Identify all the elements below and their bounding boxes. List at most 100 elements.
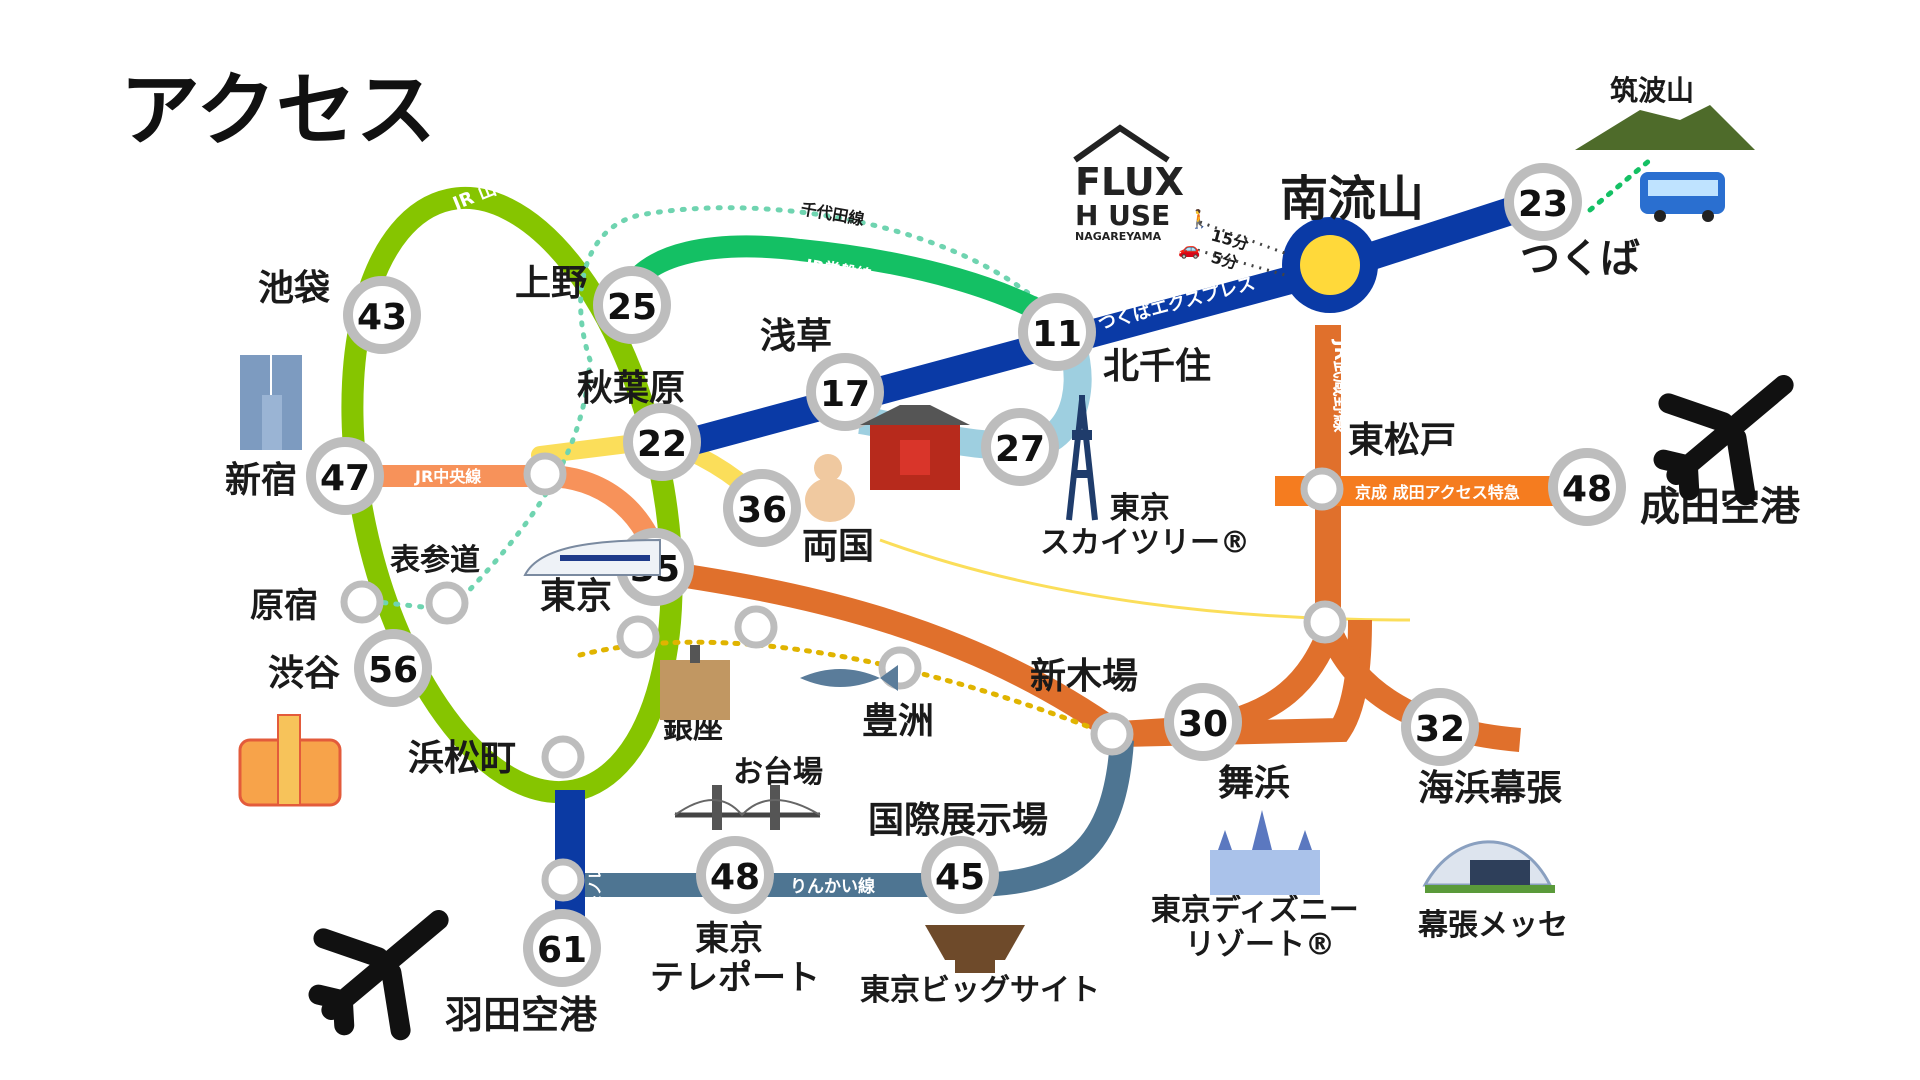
skytree-tower-icon xyxy=(1066,395,1098,521)
label-tsukubasan: 筑波山 xyxy=(1610,74,1694,107)
label-skytree-text: 東京 xyxy=(1110,491,1170,526)
label-skytree-text-line-2: スカイツリー® xyxy=(1040,526,1250,561)
ginza-building-icon xyxy=(660,645,730,720)
station-dot-ginza-b[interactable] xyxy=(734,605,778,649)
chiyoda-label: 千代田線 xyxy=(799,199,865,229)
label-toyosu: 豊洲 xyxy=(862,701,934,742)
label-omotesando: 表参道 xyxy=(390,543,480,578)
kaminarimon-icon xyxy=(860,405,970,490)
label-tsukuba: つくば xyxy=(1520,236,1640,282)
label-teleport-text-line-2: テレポート xyxy=(650,958,820,998)
station-ryogoku[interactable]: 36 xyxy=(723,469,801,547)
station-dot-ginza-a[interactable] xyxy=(616,615,660,659)
station-dot-junction[interactable] xyxy=(1303,600,1347,644)
station-minutes: 56 xyxy=(368,650,418,691)
label-kokusai: 国際展示場 xyxy=(868,800,1048,841)
label-shinjuku: 新宿 xyxy=(225,460,297,501)
station-skytree[interactable]: 27 xyxy=(981,408,1059,486)
label-narita: 成田空港 xyxy=(1640,484,1801,530)
label-maihama: 舞浜 xyxy=(1218,763,1290,804)
station-dot-chuo[interactable] xyxy=(523,452,567,496)
logo-line3: NAGAREYAMA xyxy=(1075,230,1162,243)
mountain-icon xyxy=(1575,105,1755,150)
station-tsukuba[interactable]: 23 xyxy=(1504,163,1582,241)
shibuya109-icon xyxy=(238,714,342,807)
label-higashimatsudo: 東松戸 xyxy=(1348,420,1456,461)
station-dot-omotesando[interactable] xyxy=(425,581,469,625)
building-icon-shinjuku xyxy=(240,355,302,450)
station-kokusai[interactable]: 45 xyxy=(921,836,999,914)
car-path xyxy=(1189,246,1286,277)
station-maihama[interactable]: 30 xyxy=(1164,683,1242,761)
station-dot-shinkiba[interactable] xyxy=(1090,712,1134,756)
label-tokyo: 東京 xyxy=(540,575,612,617)
station-minutes: 47 xyxy=(320,458,370,499)
page-title: アクセス xyxy=(120,64,436,157)
monorail-label: 東京モノレール xyxy=(586,835,604,940)
label-asakusa: 浅草 xyxy=(760,316,832,357)
label-shibuya: 渋谷 xyxy=(268,653,340,694)
label-disney-text: 東京ディズニー xyxy=(1151,893,1359,928)
logo-line1: FLUX xyxy=(1075,160,1184,204)
bridge-icon xyxy=(674,785,821,830)
station-kaihinmakuhari[interactable]: 32 xyxy=(1401,688,1479,766)
station-minutes: 48 xyxy=(710,857,760,898)
station-haneda[interactable]: 61 xyxy=(523,909,601,987)
label-messe: 幕張メッセ xyxy=(1417,908,1568,943)
airplane-icon-haneda xyxy=(308,910,449,1041)
chiyoda-line xyxy=(357,205,1066,613)
station-akihabara[interactable]: 22 xyxy=(623,403,701,481)
station-minutes: 48 xyxy=(1562,469,1612,510)
station-minutes: 36 xyxy=(737,490,787,531)
label-teleport: 東京 テレポート xyxy=(650,919,820,998)
label-skytree: 東京 スカイツリー® xyxy=(1040,491,1250,561)
station-minutes: 11 xyxy=(1032,314,1082,355)
bus-icon xyxy=(1640,172,1725,222)
rinkai-label: りんかい線 xyxy=(790,876,875,897)
station-minutes: 61 xyxy=(537,930,587,971)
station-dot-hamamatsucho[interactable] xyxy=(541,735,585,779)
station-ueno[interactable]: 25 xyxy=(593,266,671,344)
station-minutes: 25 xyxy=(607,287,657,328)
label-ryogoku: 両国 xyxy=(802,526,874,567)
station-asakusa[interactable]: 17 xyxy=(806,353,884,431)
car-time: 5分 xyxy=(1209,248,1240,273)
station-ikebukuro[interactable]: 43 xyxy=(343,276,421,354)
label-teleport-text: 東京 xyxy=(695,919,763,959)
station-dot-higashimatsudo[interactable] xyxy=(1300,467,1344,511)
label-disney-text-line-2: リゾート® xyxy=(1185,928,1335,963)
label-kitasenju: 北千住 xyxy=(1103,346,1211,387)
label-ueno: 上野 xyxy=(515,263,587,304)
station-minutes: 22 xyxy=(637,424,687,465)
station-minutes: 32 xyxy=(1415,709,1465,750)
label-ikebukuro: 池袋 xyxy=(258,268,330,309)
station-shibuya[interactable]: 56 xyxy=(354,629,432,707)
station-minutes: 27 xyxy=(995,429,1045,470)
airplane-icon-narita xyxy=(1653,375,1794,506)
station-dot-monorail[interactable] xyxy=(541,858,585,902)
station-shinjuku[interactable]: 47 xyxy=(306,437,384,515)
station-minutes: 30 xyxy=(1178,704,1228,745)
station-kitasenju[interactable]: 11 xyxy=(1018,293,1096,371)
station-minutes: 45 xyxy=(935,857,985,898)
home-station-nagareyama[interactable] xyxy=(1282,217,1378,313)
car-icon: 🚗 xyxy=(1178,239,1200,260)
label-haneda: 羽田空港 xyxy=(445,993,598,1037)
label-disney: 東京ディズニー リゾート® xyxy=(1151,893,1369,963)
messe-icon xyxy=(1422,840,1555,893)
station-minutes: 43 xyxy=(357,297,407,338)
bigsight-icon xyxy=(925,925,1025,973)
station-dot-harajuku[interactable] xyxy=(340,580,384,624)
label-hamamatsucho: 浜松町 xyxy=(408,738,516,779)
sumo-icon xyxy=(805,454,855,522)
shinkansen-icon xyxy=(523,538,661,576)
logo-line2: H USE xyxy=(1075,199,1170,232)
walk-icon: 🚶 xyxy=(1188,208,1210,230)
station-teleport[interactable]: 48 xyxy=(696,836,774,914)
label-shinkiba: 新木場 xyxy=(1030,656,1138,697)
station-narita[interactable]: 48 xyxy=(1548,448,1626,526)
chuo-label: JR中央線 xyxy=(414,467,481,486)
flux-house-logo: FLUX H USE NAGAREYAMA xyxy=(1073,124,1184,243)
station-minutes: 17 xyxy=(820,374,870,415)
